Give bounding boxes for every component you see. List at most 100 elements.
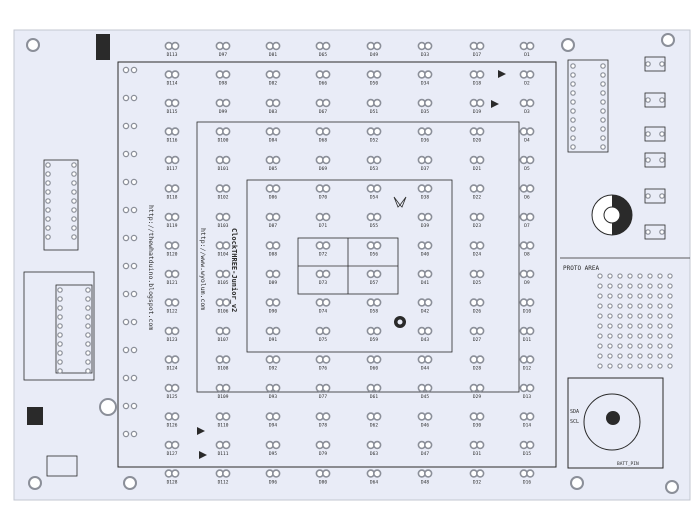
led-footprint: D104: [215, 241, 231, 258]
ic-pin: [45, 180, 51, 186]
ic-pin: [71, 234, 77, 240]
proto-pad: [667, 343, 673, 349]
led-label: D80: [319, 480, 327, 486]
led-label: D82: [269, 81, 277, 87]
led-footprint: D90: [265, 298, 281, 315]
led-pad: [171, 412, 180, 421]
led-footprint: D79: [315, 440, 331, 457]
led-pad: [322, 440, 331, 450]
led-footprint: D4: [519, 127, 535, 144]
proto-pad: [647, 303, 653, 309]
led-footprint: D100: [215, 127, 231, 144]
led-footprint: D39: [417, 212, 433, 229]
resistor-pad: [130, 94, 138, 102]
led-footprint: D74: [315, 298, 331, 315]
led-footprint: D43: [417, 326, 433, 343]
led-label: D41: [421, 280, 429, 286]
led-footprint: D19: [469, 98, 485, 115]
led-pad: [424, 212, 433, 222]
led-footprint: D101: [215, 155, 231, 172]
led-footprint: D27: [469, 326, 485, 343]
led-label: D57: [370, 280, 378, 286]
socket-pin: [600, 72, 606, 78]
led-label: D92: [269, 366, 277, 372]
led-label: D1: [524, 52, 530, 58]
led-pad: [272, 212, 281, 222]
usb-connector: [46, 455, 78, 477]
led-footprint: D42: [417, 298, 433, 315]
button-pad: [659, 131, 665, 137]
led-pad: [476, 241, 485, 250]
resistor-pad: [130, 66, 138, 74]
led-pad: [373, 155, 382, 165]
led-pad: [272, 298, 281, 307]
led-footprint: D63: [366, 440, 382, 457]
led-pad: [272, 241, 281, 250]
button-pad: [645, 97, 651, 103]
proto-pad: [657, 323, 663, 329]
led-pad: [424, 383, 433, 393]
led-label: D100: [218, 138, 229, 144]
led-footprint: D87: [265, 212, 281, 229]
led-footprint: D31: [469, 440, 485, 457]
led-label: D105: [218, 280, 229, 286]
url-primary: http://www.wyolum.com: [199, 228, 207, 310]
proto-pad: [597, 333, 603, 339]
ic-pin: [45, 189, 51, 195]
led-label: D125: [167, 394, 178, 400]
proto-pad: [667, 353, 673, 359]
led-pad: [272, 440, 281, 450]
led-footprint: D94: [265, 412, 281, 429]
diode-icon: [498, 70, 506, 78]
led-footprint: D28: [469, 355, 485, 372]
led-label: D73: [319, 280, 327, 286]
proto-pad: [607, 363, 613, 369]
led-pad: [373, 184, 382, 193]
led-footprint: D122: [164, 298, 180, 315]
led-pad: [322, 155, 331, 165]
led-footprint: D68: [315, 127, 331, 144]
led-pad: [272, 98, 281, 108]
led-footprint: D82: [265, 70, 281, 87]
led-label: D15: [523, 451, 531, 457]
led-pad: [272, 155, 281, 165]
led-footprint: D15: [519, 440, 535, 457]
led-pad: [373, 440, 382, 450]
led-label: D42: [421, 309, 429, 315]
proto-area-pads: [570, 56, 673, 369]
led-footprint: D115: [164, 98, 180, 115]
ic-chip: [23, 271, 95, 381]
led-footprint: D49: [366, 41, 382, 58]
led-footprint: D108: [215, 355, 231, 372]
ic-pin: [71, 189, 77, 195]
led-label: D2: [524, 81, 530, 87]
tactile-button: [644, 92, 666, 108]
led-pad: [272, 469, 281, 478]
led-label: D17: [473, 52, 481, 58]
led-footprint: D83: [265, 98, 281, 115]
led-label: D106: [218, 309, 229, 315]
proto-pad: [627, 283, 633, 289]
tactile-button: [644, 224, 666, 240]
led-pad: [424, 469, 433, 478]
proto-pad: [657, 273, 663, 279]
ic-pin: [45, 216, 51, 222]
proto-pad: [627, 353, 633, 359]
led-label: D98: [219, 81, 227, 87]
resistor-pad: [130, 430, 138, 438]
led-footprint: D25: [469, 269, 485, 286]
led-pad: [222, 298, 231, 307]
ic-chip: [55, 284, 93, 374]
led-label: D35: [421, 109, 429, 115]
led-pad: [171, 212, 180, 222]
led-footprint: D113: [164, 41, 180, 58]
socket-pin: [570, 135, 576, 141]
led-footprint: D103: [215, 212, 231, 229]
led-label: D72: [319, 252, 327, 258]
proto-pad: [667, 303, 673, 309]
led-label: D61: [370, 394, 378, 400]
socket-pin: [600, 135, 606, 141]
led-footprint: D86: [265, 184, 281, 201]
proto-pad: [617, 313, 623, 319]
